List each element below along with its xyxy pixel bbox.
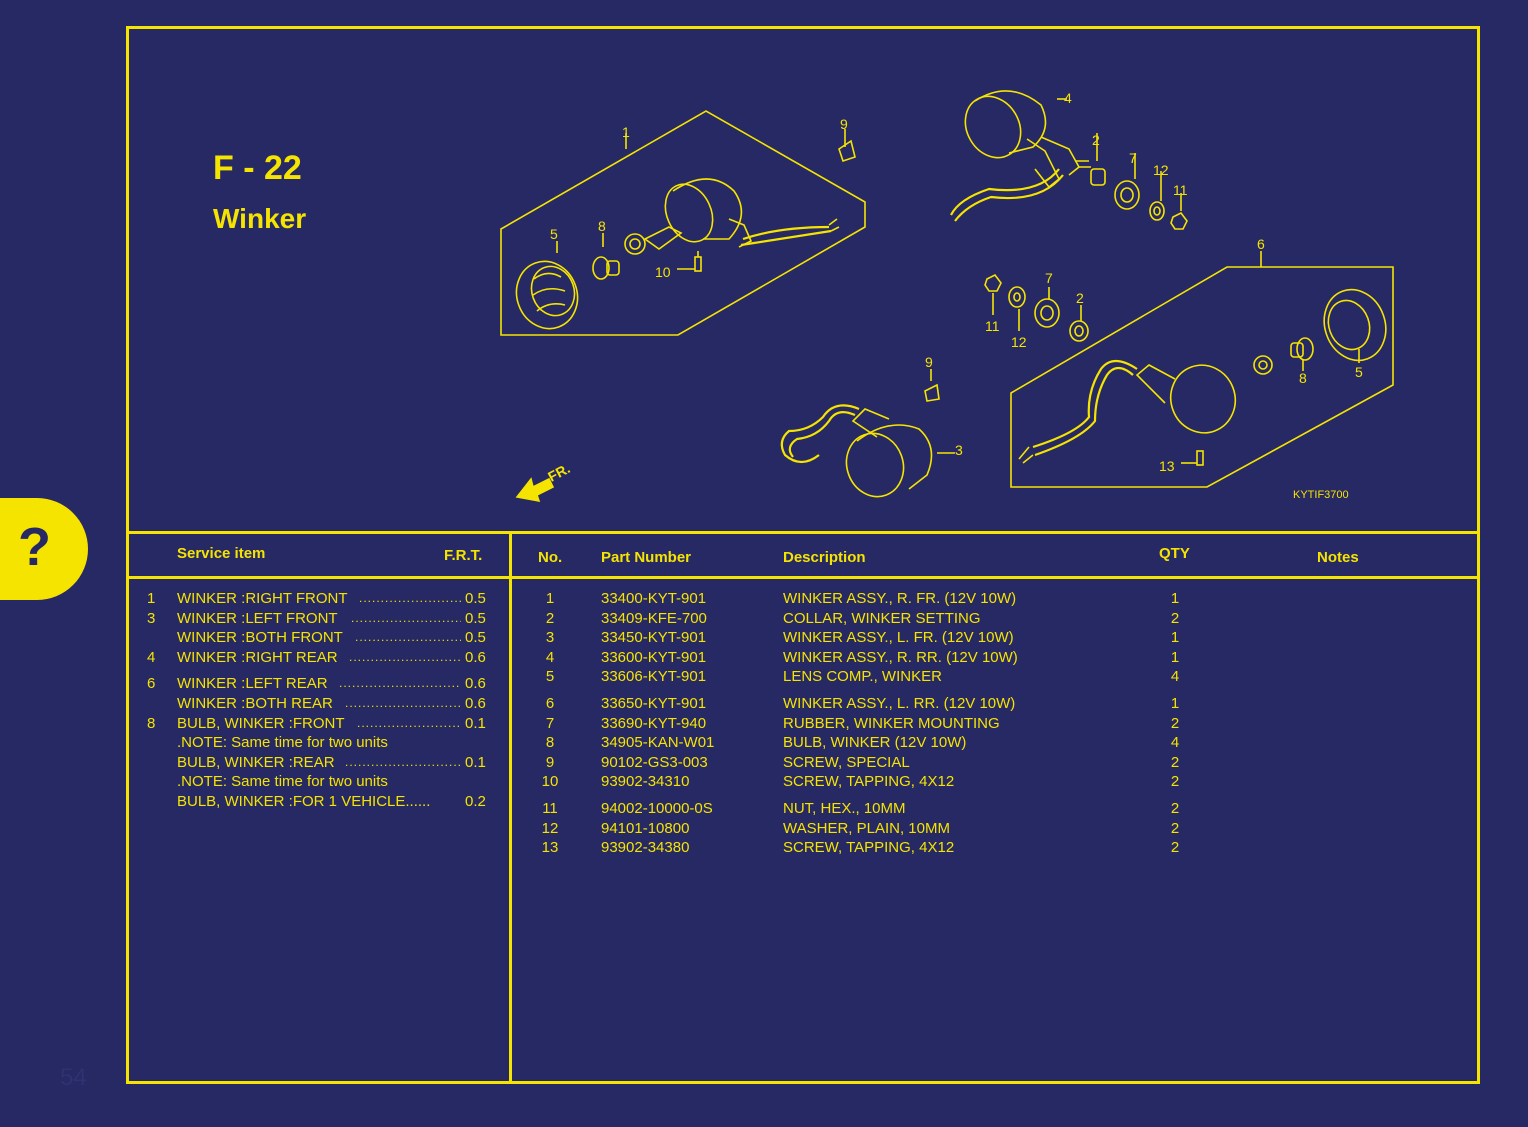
callout-label: 1 xyxy=(622,124,630,140)
table-header-rule xyxy=(129,576,1477,579)
chapter-tab-glyph: ? xyxy=(18,517,51,577)
collar-icon xyxy=(1090,168,1106,186)
washer-icon xyxy=(1149,201,1165,221)
service-item-row: BULB, WINKER :FOR 1 VEHICLE......0.2 xyxy=(177,792,486,810)
bulb-icon xyxy=(592,256,620,280)
chapter-tab[interactable]: ? xyxy=(0,498,88,600)
page-number: 54 xyxy=(60,1064,87,1091)
callout-label: 9 xyxy=(840,116,848,132)
callout-label: 2 xyxy=(1076,290,1084,306)
callout-label: 9 xyxy=(925,354,933,370)
callout-label: 12 xyxy=(1011,334,1027,350)
callout-label: 11 xyxy=(985,318,1000,334)
rear-left-outline xyxy=(1010,266,1394,488)
parts-catalog-frame: 1 9 5 8 10 4 2 7 12 11 6 7 2 11 12 9 8 5… xyxy=(126,26,1480,1084)
section-title: Winker xyxy=(213,203,307,234)
bulb-icon xyxy=(1290,337,1314,361)
service-item-header: Service item xyxy=(177,545,266,562)
lens-icon xyxy=(515,260,579,330)
callout-label: 2 xyxy=(1092,132,1100,148)
qty-header: QTY xyxy=(1159,545,1190,562)
callout-label: 13 xyxy=(1159,458,1175,474)
screw-icon xyxy=(924,369,940,402)
callout-label: 5 xyxy=(1355,364,1363,380)
rubber-mount-icon xyxy=(1114,180,1140,210)
no-header: No. xyxy=(538,549,563,566)
screw-icon xyxy=(1181,450,1204,466)
screw-icon xyxy=(677,251,702,272)
callout-label: 8 xyxy=(598,218,606,234)
table-column-divider xyxy=(509,531,512,1081)
service-item-row: .NOTE: Same time for two units xyxy=(177,773,388,791)
callout-label: 10 xyxy=(655,264,671,280)
exploded-diagram: 1 9 5 8 10 4 2 7 12 11 6 7 2 11 12 9 8 5… xyxy=(500,90,1394,503)
callout-label: 5 xyxy=(550,226,558,242)
nut-icon xyxy=(984,273,1002,292)
rear-right-winker-icon xyxy=(950,90,1091,222)
washer-icon xyxy=(1008,286,1026,308)
lens-icon xyxy=(1323,288,1387,362)
screw-icon xyxy=(838,129,856,163)
notes-header: Notes xyxy=(1317,549,1359,566)
description-header: Description xyxy=(783,549,866,566)
front-direction-arrow-icon xyxy=(515,477,555,503)
callout-label: 8 xyxy=(1299,370,1307,386)
callout-label: 7 xyxy=(1045,270,1053,286)
winker-housing-icon xyxy=(1018,359,1237,464)
service-item-row: .NOTE: Same time for two units xyxy=(177,734,388,752)
socket-icon xyxy=(1253,355,1273,375)
callout-label: 3 xyxy=(955,442,963,458)
nut-icon xyxy=(1170,211,1188,230)
front-right-outline xyxy=(500,110,866,336)
collar-icon xyxy=(1069,320,1089,342)
service-item-row: BULB, WINKER :REAR......................… xyxy=(177,753,486,771)
callout-label: 12 xyxy=(1153,162,1169,178)
part-number-header: Part Number xyxy=(601,549,692,566)
callout-label: 6 xyxy=(1257,236,1265,252)
rubber-mount-icon xyxy=(1034,298,1060,328)
service-item-row: WINKER :BOTH FRONT......................… xyxy=(177,629,486,647)
callout-label: 7 xyxy=(1129,150,1137,166)
frt-header: F.R.T. xyxy=(444,547,483,564)
winker-housing-icon xyxy=(664,178,840,248)
callout-label: 4 xyxy=(1064,90,1072,106)
front-left-winker-icon xyxy=(780,404,955,498)
section-code: F - 22 xyxy=(213,149,302,187)
socket-icon xyxy=(624,226,683,255)
service-item-row: WINKER :BOTH REAR.......................… xyxy=(177,694,486,712)
diagram-reference-code: KYTIF3700 xyxy=(1293,489,1349,501)
callout-label: 11 xyxy=(1173,182,1188,198)
table-top-rule xyxy=(129,531,1477,534)
